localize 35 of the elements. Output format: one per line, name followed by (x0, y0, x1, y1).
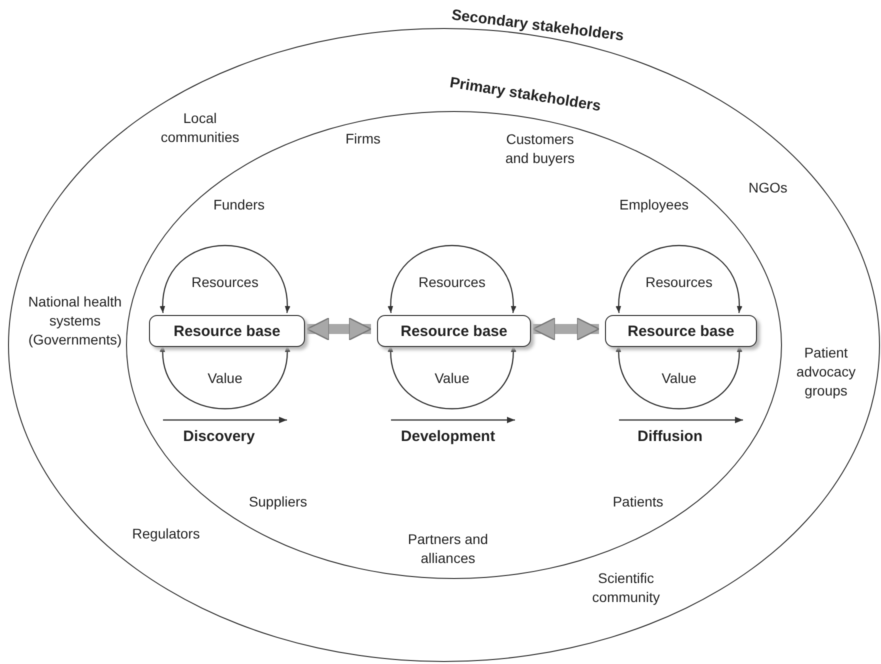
curved-arrow (616, 245, 742, 314)
stakeholder-label: Patients (612, 492, 664, 512)
edge-label: Value (432, 370, 472, 386)
edge-label: Resources (416, 274, 488, 290)
edge-label: Resources (644, 274, 714, 290)
resource-base-box: Resource base (149, 315, 305, 347)
ring-title: Secondary stakeholders (450, 6, 625, 44)
stakeholder-label: Funders (212, 196, 266, 214)
phase-label: Discovery (182, 426, 256, 447)
ring-title: Primary stakeholders (448, 74, 602, 115)
curved-arrow (388, 344, 516, 410)
curved-arrow (616, 344, 742, 410)
edge-label: Value (206, 370, 244, 386)
double-arrow (532, 317, 600, 341)
resource-base-box: Resource base (605, 315, 757, 347)
stakeholder-label: NGOs (748, 178, 788, 198)
edge-label: Value (660, 370, 698, 386)
stakeholder-label: Partners and alliances (406, 530, 490, 568)
curved-arrow (160, 344, 290, 410)
stakeholder-label: Regulators (131, 524, 201, 544)
stakeholder-label: Local communities (160, 109, 240, 147)
curved-arrow (388, 245, 516, 314)
edge-label: Resources (190, 274, 260, 290)
stakeholder-label: Firms (344, 130, 382, 148)
curved-arrow (160, 245, 290, 314)
stakeholder-label: Scientific community (591, 569, 661, 607)
phase-label: Diffusion (636, 426, 704, 447)
stakeholder-label: National health systems (Governments) (27, 292, 123, 350)
stakeholder-label: Suppliers (248, 492, 308, 512)
resource-base-box: Resource base (377, 315, 531, 347)
stakeholder-label: Customers and buyers (504, 130, 576, 168)
double-arrow (306, 317, 372, 341)
stakeholder-label: Patient advocacy groups (795, 344, 857, 400)
stakeholder-label: Employees (618, 196, 690, 214)
phase-label: Development (400, 426, 496, 447)
